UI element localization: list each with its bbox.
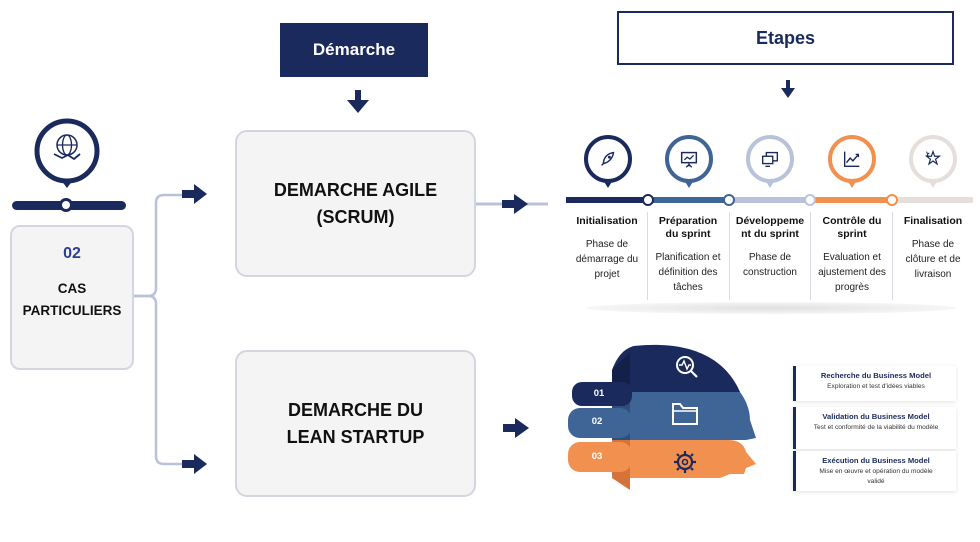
- timeline-dot-1: [642, 194, 654, 206]
- timeline-dot-3: [804, 194, 816, 206]
- chart-growth-icon: [843, 151, 860, 168]
- left-card: 02 CAS PARTICULIERS: [10, 225, 134, 370]
- lean-card-line2: LEAN STARTUP: [286, 426, 425, 447]
- lean-head-diagram: [568, 344, 756, 490]
- step-5-title: Finalisation: [903, 215, 963, 227]
- arrow-to-lean-diagram: [503, 418, 529, 438]
- lean-item-3-title: Exécution du Business Model: [822, 456, 930, 465]
- step-1-desc: Phase de démarrage du projet: [575, 239, 639, 280]
- lean-item-2-title: Validation du Business Model: [822, 412, 930, 421]
- lean-card-line1: DEMARCHE DU: [288, 399, 423, 420]
- lean-item-3: Exécution du Business Model Mise en œuvr…: [793, 451, 956, 491]
- agile-card-line1: DEMARCHE AGILE: [273, 179, 438, 200]
- lean-item-2-desc: Test et conformité de la viabilité du mo…: [813, 424, 939, 431]
- step-3-desc: Phase de construction: [743, 252, 797, 278]
- screens-icon: [761, 151, 779, 168]
- etapes-header: Etapes: [617, 11, 954, 65]
- demarche-header: Démarche: [280, 23, 428, 77]
- arrow-to-agile: [182, 184, 207, 204]
- step-5: Finalisation Phase de clôture et de livr…: [892, 210, 974, 282]
- lean-item-2: Validation du Business Model Test et con…: [793, 407, 956, 449]
- arrow-to-steps: [502, 194, 528, 214]
- step-5-desc: Phase de clôture et de livraison: [905, 239, 961, 280]
- step-4-pin: [828, 135, 876, 183]
- down-arrow-demarche: [347, 90, 369, 113]
- lean-item-1: Recherche du Business Model Exploration …: [793, 366, 956, 401]
- step-3-title: Développement du sprint: [735, 215, 805, 240]
- left-card-icon-pin: [34, 118, 100, 188]
- lean-card: DEMARCHE DU LEAN STARTUP: [235, 350, 476, 497]
- step-4: Contrôle du sprint Evaluation et ajustem…: [811, 210, 893, 295]
- step-2-desc: Planification et définition des tâches: [655, 252, 721, 293]
- lean-band-1-number: 01: [593, 388, 605, 399]
- step-4-title: Contrôle du sprint: [822, 215, 882, 240]
- gear-icon: [674, 451, 696, 473]
- step-3-pin: [746, 135, 794, 183]
- arrow-to-lean: [182, 454, 207, 474]
- timeline-dot-2: [723, 194, 735, 206]
- agile-card-line2: (SCRUM): [316, 206, 395, 227]
- step-separators: [566, 212, 973, 302]
- left-card-number: 02: [63, 245, 81, 262]
- stars-icon: [924, 149, 942, 166]
- step-3: Développement du sprint Phase de constru…: [729, 210, 811, 280]
- lean-band-3-number: 03: [591, 451, 603, 462]
- step-1: Initialisation Phase de démarrage du pro…: [566, 210, 648, 282]
- step-2-title: Préparation du sprint: [658, 215, 718, 240]
- etapes-label: Etapes: [755, 27, 816, 48]
- step-1-title: Initialisation: [576, 215, 638, 227]
- folder-icon: [672, 403, 698, 425]
- left-card-line1: CAS: [57, 281, 87, 296]
- rocket-icon: [601, 151, 615, 166]
- presentation-board-icon: [680, 151, 698, 168]
- step-4-desc: Evaluation et ajustement des progrès: [818, 252, 886, 293]
- down-arrow-etapes: [781, 80, 795, 98]
- lean-band-2-number: 02: [591, 416, 603, 427]
- lean-item-1-desc: Exploration et test d'idées viables: [827, 383, 925, 390]
- timeline-bar: [566, 197, 973, 203]
- left-card-bar-dot: [59, 198, 73, 212]
- steps-shadow: [586, 302, 956, 314]
- handshake-globe-icon: [34, 118, 100, 188]
- agile-card: DEMARCHE AGILE (SCRUM): [235, 130, 476, 277]
- search-pulse-icon: [676, 356, 698, 378]
- step-1-pin: [584, 135, 632, 183]
- demarche-label: Démarche: [312, 40, 396, 59]
- step-2: Préparation du sprint Planification et d…: [647, 210, 729, 295]
- lean-item-3-desc: Mise en œuvre et opération du modèle val…: [819, 468, 933, 485]
- lean-item-1-title: Recherche du Business Model: [820, 371, 932, 380]
- left-card-line2: PARTICULIERS: [22, 303, 122, 318]
- timeline-dot-4: [886, 194, 898, 206]
